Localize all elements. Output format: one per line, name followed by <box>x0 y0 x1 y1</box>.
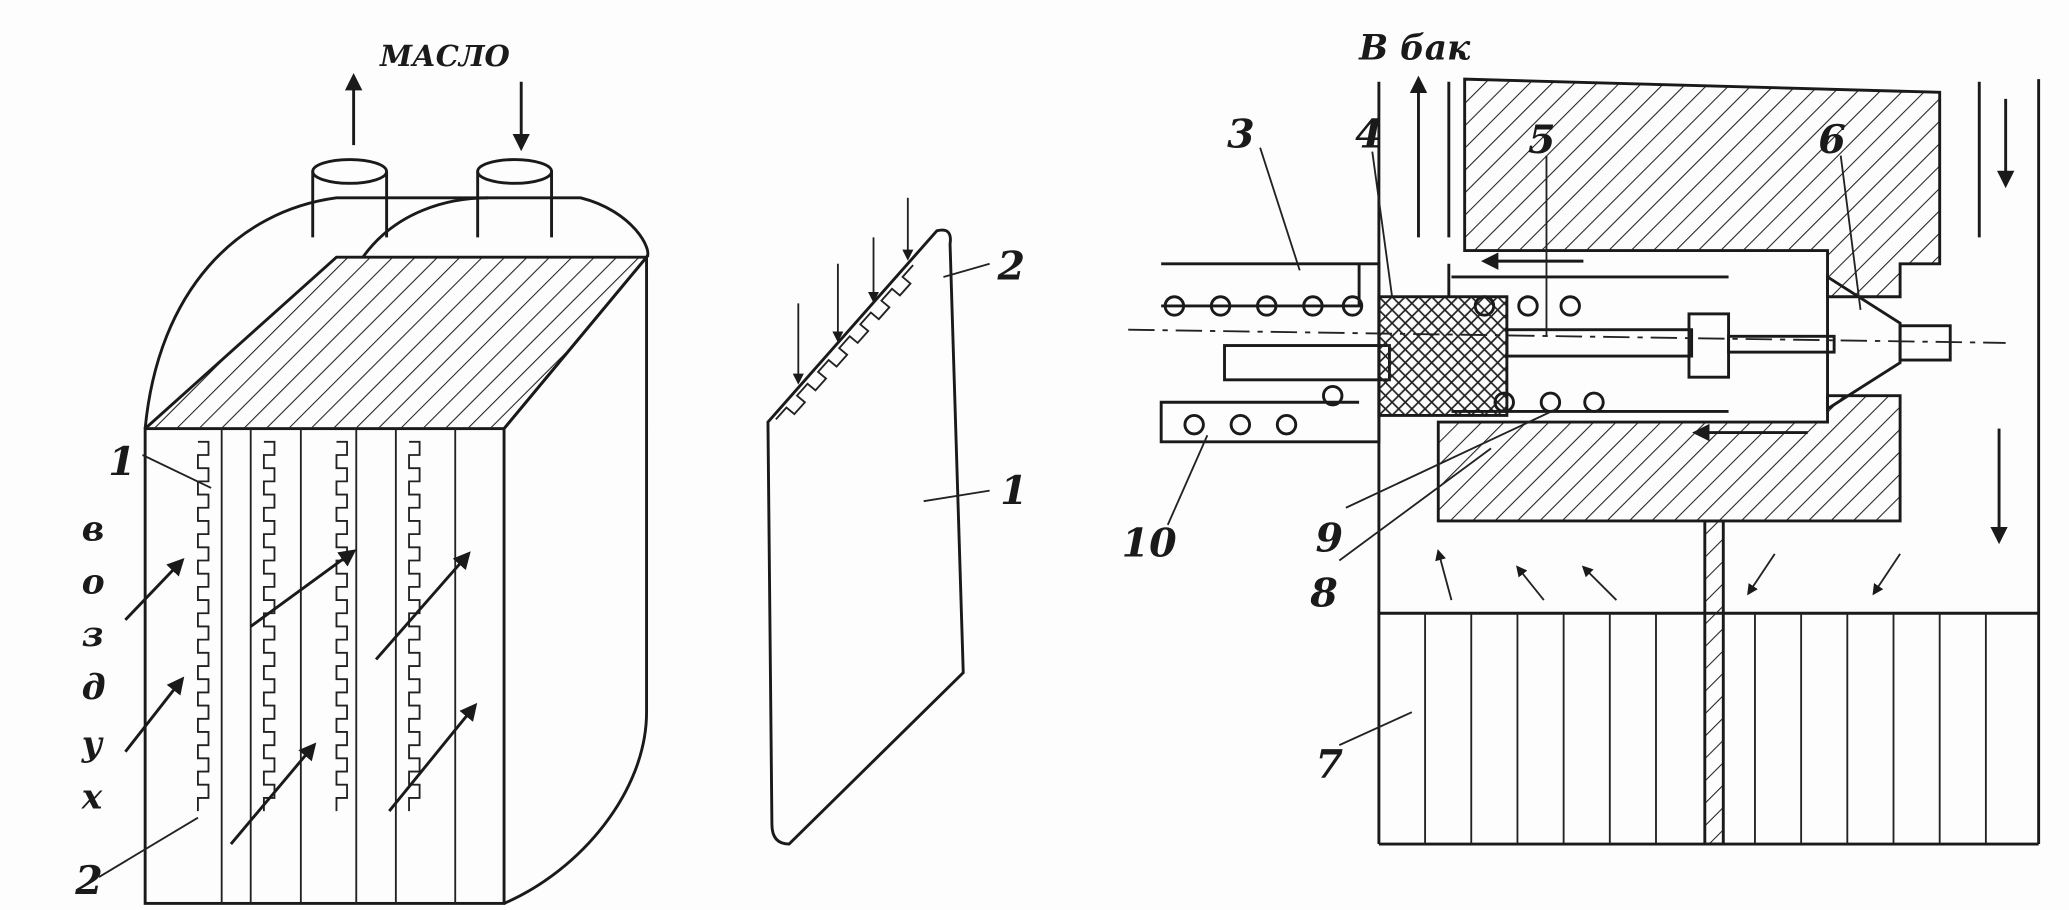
part-label-1: 1 <box>108 439 136 485</box>
svg-text:в: в <box>82 510 105 550</box>
single-plate <box>766 197 990 846</box>
part-label-2: 2 <box>74 858 103 904</box>
to-tank-label: В бак <box>1358 28 1471 68</box>
valve-label-5: 5 <box>1528 117 1556 163</box>
valve-label-8: 8 <box>1309 571 1338 617</box>
plate-label-2: 2 <box>997 244 1026 290</box>
valve-label-3: 3 <box>1227 112 1255 158</box>
svg-text:у: у <box>81 725 104 765</box>
valve-label-9: 9 <box>1316 515 1344 561</box>
svg-text:з: з <box>82 615 104 655</box>
valve-label-4: 4 <box>1355 112 1383 158</box>
leader-2 <box>98 816 199 878</box>
oil-pipes <box>311 73 554 238</box>
valve-label-7: 7 <box>1316 742 1344 788</box>
bypass-valve <box>1128 75 2041 846</box>
plate-label-1: 1 <box>1000 468 1028 514</box>
svg-text:х: х <box>81 777 103 817</box>
svg-text:д: д <box>82 668 106 708</box>
air-label: в о з д у х <box>81 510 106 818</box>
svg-text:о: о <box>82 562 105 602</box>
valve-label-10: 10 <box>1122 521 1178 567</box>
leader-1 <box>142 454 212 489</box>
valve-label-6: 6 <box>1818 117 1846 163</box>
radiator-core <box>143 196 650 905</box>
air-flow-arrows <box>124 549 478 845</box>
oil-label: МАСЛО <box>379 39 511 73</box>
